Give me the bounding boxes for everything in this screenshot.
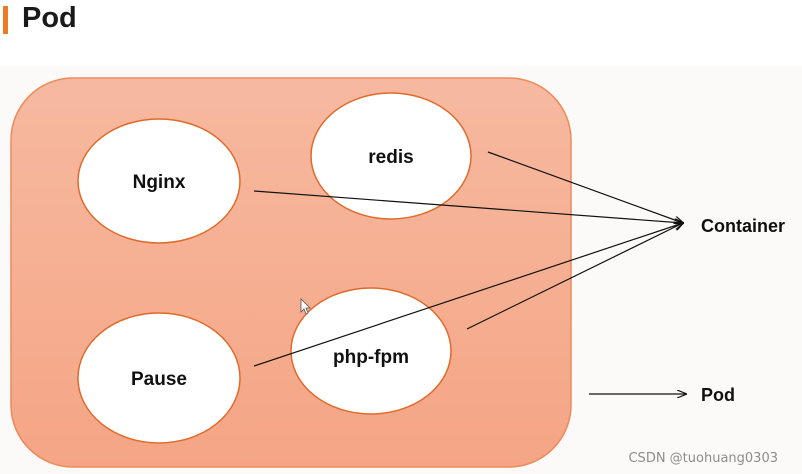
redis-label: redis [368,147,413,168]
mouse-cursor-icon [300,298,311,315]
nginx-label: Nginx [133,172,186,193]
php-fpm-to-container-arrow [466,223,683,330]
title-bar: Pod [0,0,802,44]
pause-label: Pause [131,369,187,390]
php-fpm-node [290,287,452,415]
nginx-to-container-arrow [253,190,683,223]
container-label: Container [701,216,785,236]
pause-to-container-arrow [253,223,683,367]
watermark: CSDN @tuohuang0303 [628,451,778,466]
pause-node [77,312,241,444]
page-title: Pod [22,2,77,34]
title-accent-bar [3,6,8,34]
pod-label: Pod [701,385,735,405]
redis-to-container-arrow [487,151,683,223]
nginx-node [77,118,241,244]
php-fpm-label: php-fpm [333,347,409,368]
redis-node [310,92,472,220]
